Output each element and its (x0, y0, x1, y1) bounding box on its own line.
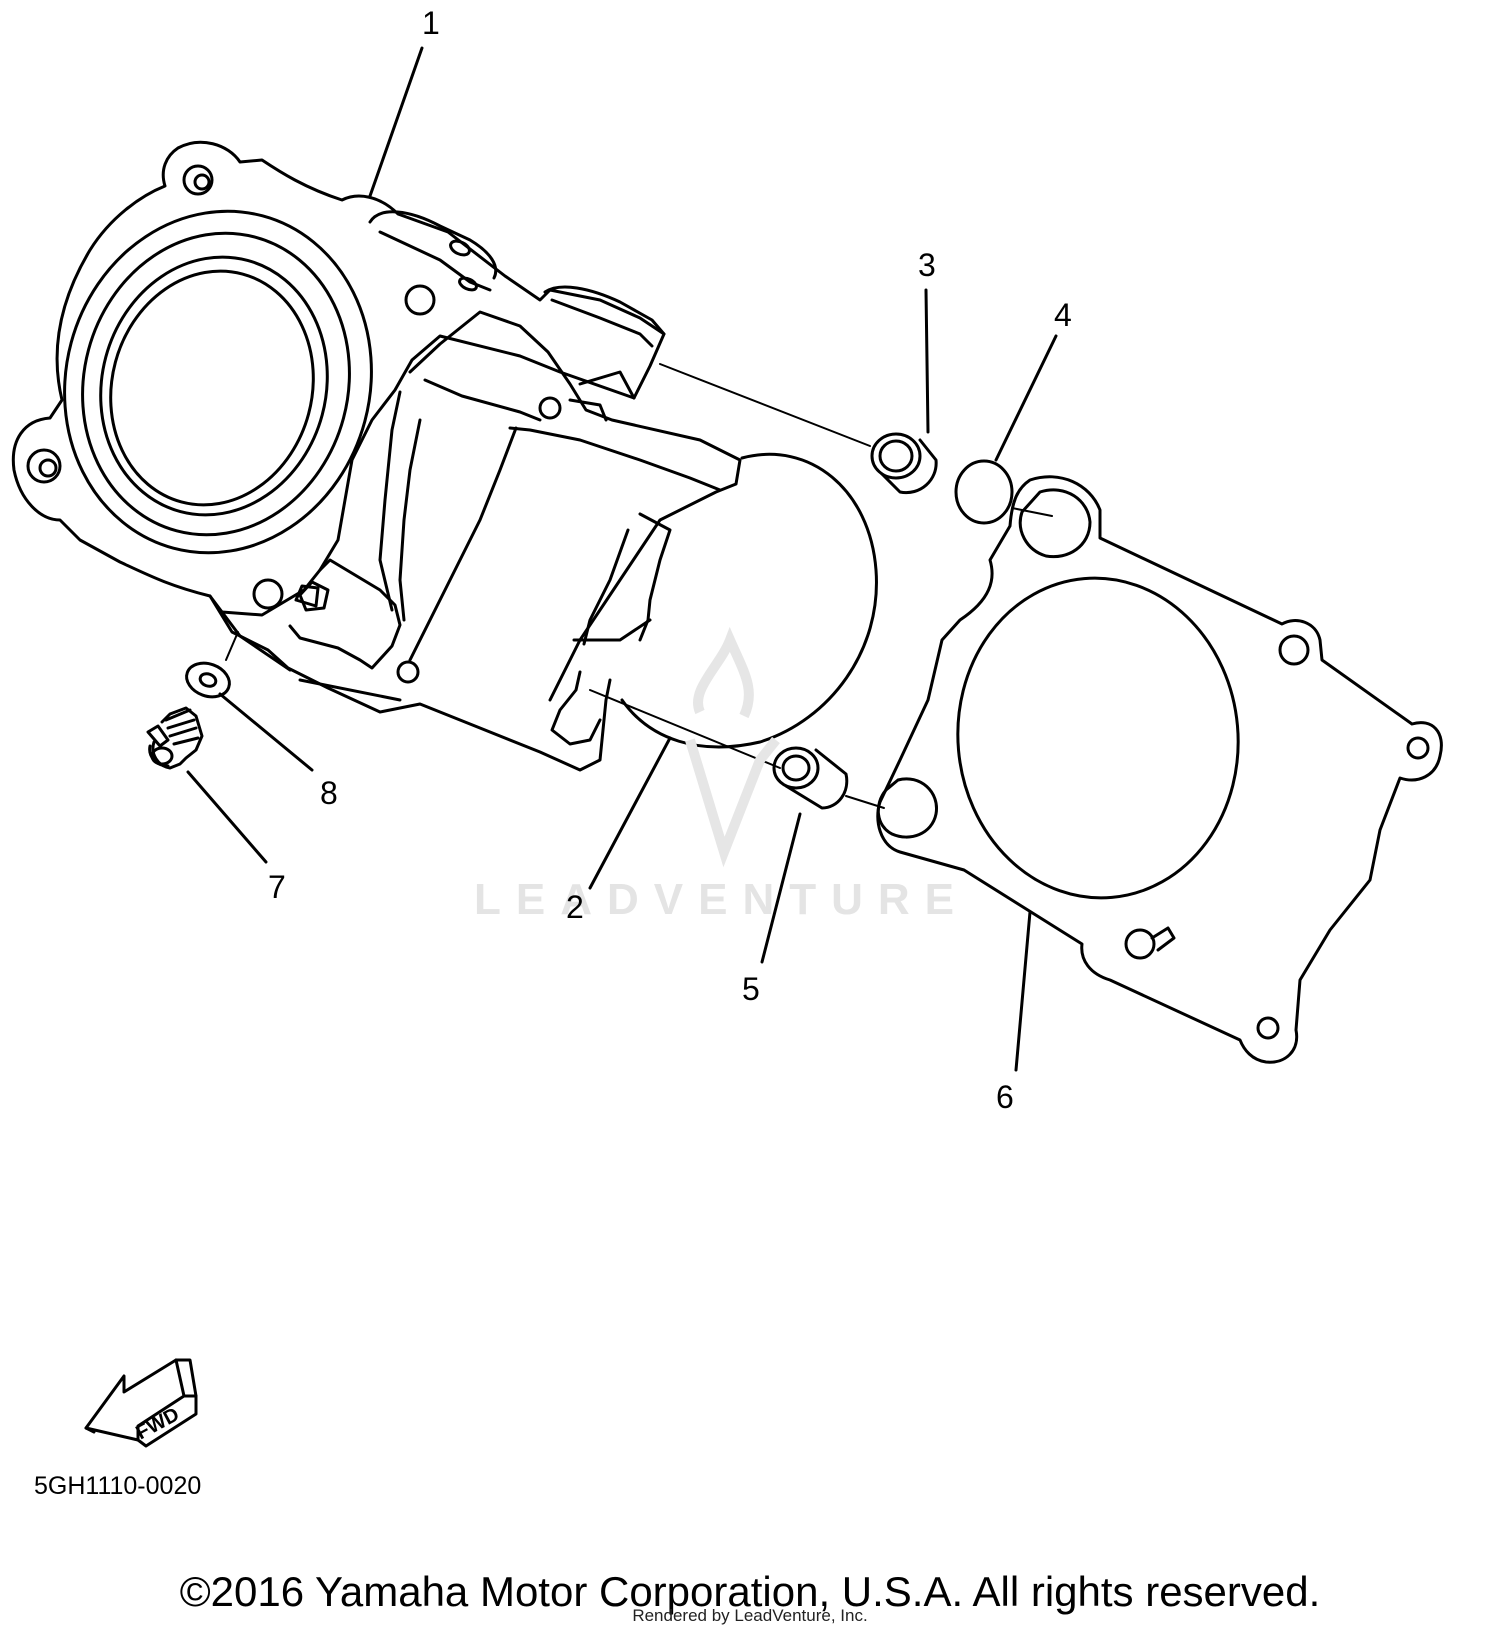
watermark-logo (685, 626, 780, 868)
center-line-3 (659, 363, 871, 447)
fwd-arrow-icon (84, 1358, 198, 1448)
leader-line-5 (760, 812, 802, 964)
leader-line-7 (186, 770, 268, 864)
leader-line-6 (1014, 910, 1032, 1072)
diagram-code: 5GH1110-0020 (34, 1472, 201, 1500)
callout-3: 3 (918, 247, 936, 283)
leader-line-2 (588, 736, 672, 890)
center-line-8 (225, 631, 239, 661)
callout-7: 7 (268, 869, 286, 905)
cylinder-block (11, 140, 742, 772)
cylinder-gasket (876, 475, 1443, 1064)
washer-8 (185, 661, 231, 699)
callout-4: 4 (1054, 297, 1072, 333)
leader-line-4 (994, 334, 1058, 462)
rendered-by-notice: Rendered by LeadVenture, Inc. (632, 1606, 868, 1625)
watermark-text: LEADVENTURE (474, 875, 969, 924)
leader-line-3 (924, 288, 930, 434)
callout-5: 5 (742, 971, 760, 1007)
callout-6: 6 (996, 1079, 1014, 1115)
callout-1: 1 (422, 5, 440, 41)
leader-line-1 (368, 46, 424, 198)
center-line-5 (589, 689, 781, 769)
callout-2: 2 (566, 889, 584, 925)
dowel-pin-5 (772, 746, 849, 810)
copyright-notice: ©2016 Yamaha Motor Corporation, U.S.A. A… (179, 1568, 1321, 1615)
leader-line-8 (218, 692, 314, 772)
dowel-pin-3 (870, 432, 938, 495)
callout-8: 8 (320, 775, 338, 811)
bolt-7 (146, 706, 204, 770)
center-line-4 (1011, 507, 1053, 517)
o-ring-4 (954, 459, 1014, 525)
